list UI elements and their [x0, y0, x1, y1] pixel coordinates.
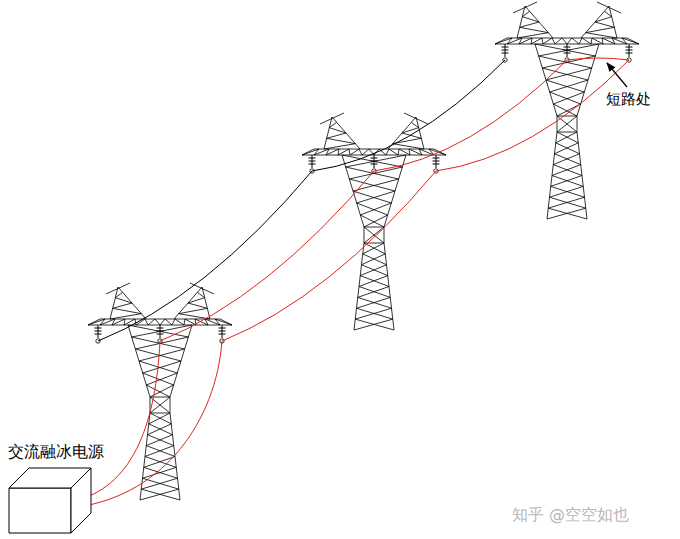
insulator-disc [564, 47, 571, 48]
tower-member [548, 132, 587, 219]
insulator-disc [564, 50, 571, 51]
tower-member [354, 243, 393, 330]
tower-member [320, 113, 344, 124]
tower-member [364, 243, 384, 244]
lattice-tower [302, 113, 446, 330]
insulator-disc [502, 50, 509, 51]
box-face [71, 468, 91, 533]
insulator-disc [626, 50, 633, 51]
insulator-disc [309, 158, 316, 159]
insulator-disc [309, 164, 316, 165]
insulator-disc [502, 53, 509, 54]
tower-member [179, 292, 210, 319]
tower-member [557, 116, 577, 117]
insulator-disc [433, 161, 440, 162]
tower-member [355, 243, 394, 330]
insulator-disc [219, 331, 226, 332]
tower-member [557, 132, 577, 133]
insulator-disc [371, 161, 378, 162]
conductor-wire [374, 60, 567, 171]
callout-label: 短路处 [606, 90, 651, 108]
tower-member [314, 149, 434, 150]
tower-member [110, 292, 141, 319]
insulator-disc [95, 331, 102, 332]
tower-member [364, 227, 384, 228]
tower-member [539, 44, 599, 116]
insulator-disc [433, 158, 440, 159]
power-source-box: 交流融冰电源 [8, 442, 108, 534]
tower-member [557, 116, 558, 132]
box-face [9, 488, 71, 533]
insulator-disc [309, 161, 316, 162]
leader-arrow [607, 63, 627, 87]
tower-member [100, 319, 220, 320]
tower-member [384, 227, 385, 243]
conductor-wire [312, 60, 505, 171]
tower-member [106, 283, 130, 294]
tower-member [495, 38, 639, 44]
watermark: 知乎 @空空如也 [512, 505, 629, 524]
tower-member [404, 113, 428, 124]
insulator-disc [219, 334, 226, 335]
insulator-disc [157, 328, 164, 329]
insulator-disc [371, 158, 378, 159]
tower-member [364, 227, 384, 243]
insulator-disc [95, 328, 102, 329]
tower-member [364, 227, 384, 243]
tower-group [88, 2, 639, 500]
conductor-wire [98, 171, 312, 341]
tower-member [364, 227, 365, 243]
box-heading: 交流融冰电源 [8, 442, 108, 462]
lattice-tower [495, 2, 639, 219]
insulator-string [502, 44, 509, 62]
conductor-wire [160, 171, 374, 341]
tower-member [393, 122, 424, 149]
tower-member [577, 116, 578, 132]
tower-member [507, 38, 627, 39]
tower-member [170, 397, 171, 413]
tower-member [88, 319, 232, 325]
insulator-disc [157, 331, 164, 332]
tower-member [517, 11, 548, 38]
tower-member [597, 2, 621, 13]
tower-member [346, 155, 406, 227]
insulator-disc [626, 47, 633, 48]
tower-member [190, 283, 214, 294]
insulator-disc [502, 47, 509, 48]
insulator-disc [371, 164, 378, 165]
wire-group [78, 58, 629, 507]
tower-member [586, 11, 617, 38]
tower-member [324, 122, 355, 149]
tower-member [132, 325, 192, 397]
insulator-disc [95, 334, 102, 335]
insulator-disc [564, 53, 571, 54]
insulator-disc [433, 164, 440, 165]
insulator-disc [157, 334, 164, 335]
conductor-wire [567, 58, 629, 60]
conductor-wire [436, 60, 629, 171]
tower-member [547, 132, 586, 219]
tower-member [513, 2, 537, 13]
conductor-wire [222, 171, 436, 341]
insulator-disc [626, 53, 633, 54]
tower-member [150, 413, 170, 414]
insulator-disc [219, 328, 226, 329]
conductor-wire [78, 341, 222, 507]
